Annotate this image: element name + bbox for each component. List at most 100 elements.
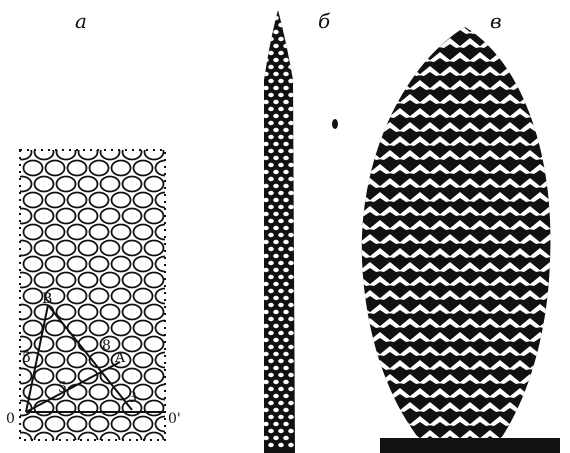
shoot-scale — [283, 254, 289, 258]
lattice-cell — [123, 241, 142, 256]
cone-scale — [529, 24, 551, 34]
cone-scale — [499, 38, 521, 48]
shoot-scale — [273, 16, 279, 20]
shoot-scale — [283, 240, 289, 244]
cone-scale — [349, 52, 371, 62]
cone-scale — [429, 24, 451, 34]
lattice-cell — [134, 353, 153, 368]
lattice-cell — [79, 145, 98, 160]
cone-scale — [379, 38, 401, 48]
lattice-cell — [123, 305, 142, 320]
shoot-scale — [268, 261, 274, 265]
shoot-scale — [263, 44, 269, 48]
shoot-scale — [263, 282, 269, 286]
shoot-scale — [268, 163, 274, 167]
shoot-scale — [273, 352, 279, 356]
lattice-cell — [101, 241, 120, 256]
shoot-scale — [278, 177, 284, 181]
lattice-cell — [112, 321, 131, 336]
cone-scale — [509, 52, 531, 62]
lattice-cell — [112, 225, 131, 240]
cone-scale — [509, 24, 531, 34]
shoot-scale — [288, 429, 294, 433]
lattice-cell — [145, 369, 164, 384]
lattice-cell — [112, 161, 131, 176]
shoot-scale — [283, 338, 289, 342]
cone-scale — [349, 136, 371, 146]
lattice-cell — [57, 209, 76, 224]
shoot-scale — [288, 303, 294, 307]
lattice-cell — [24, 161, 43, 176]
cone-scale — [389, 52, 411, 62]
shoot-scale — [273, 338, 279, 342]
lattice-cell — [101, 177, 120, 192]
shoot-scale — [268, 387, 274, 391]
lattice-cell — [24, 385, 43, 400]
lattice-cell — [156, 289, 175, 304]
lattice-cell — [57, 273, 76, 288]
lattice-cell — [90, 417, 109, 432]
lattice-cell — [24, 289, 43, 304]
cone-scale — [349, 108, 371, 118]
lattice-cell — [68, 257, 87, 272]
point-label-b: B — [42, 291, 52, 307]
lattice-cell — [134, 193, 153, 208]
shoot-scale — [273, 324, 279, 328]
lattice-cell — [101, 145, 120, 160]
shoot-scale — [263, 128, 269, 132]
shoot-scale — [278, 23, 284, 27]
parastichy-number-oa: 5 — [58, 380, 67, 396]
shoot-scale — [288, 149, 294, 153]
shoot-scale — [273, 296, 279, 300]
shoot-scale — [278, 303, 284, 307]
cone-scale — [359, 38, 381, 48]
shoot-scale — [273, 86, 279, 90]
shoot-scale — [283, 296, 289, 300]
shoot-scale — [283, 324, 289, 328]
shoot-scale — [263, 296, 269, 300]
lattice-cell — [123, 337, 142, 352]
lattice-cells — [13, 145, 175, 448]
lattice-cell — [24, 225, 43, 240]
lattice-cell — [35, 241, 54, 256]
shoot-scale — [268, 219, 274, 223]
cone-scale — [519, 66, 541, 76]
shoot-scale — [288, 37, 294, 41]
shoot-scale — [273, 268, 279, 272]
lattice-cell — [145, 273, 164, 288]
shoot-scale — [278, 121, 284, 125]
shoot-scale — [278, 65, 284, 69]
shoot-scale — [283, 30, 289, 34]
lattice-cell — [134, 257, 153, 272]
shoot-scale — [268, 303, 274, 307]
shoot-scale — [263, 436, 269, 440]
shoot-scale — [288, 135, 294, 139]
shoot-scale — [278, 233, 284, 237]
shoot-scale — [263, 366, 269, 370]
shoot-scale — [278, 163, 284, 167]
lattice-cell — [57, 337, 76, 352]
shoot-scale — [263, 324, 269, 328]
shoot-scale — [273, 128, 279, 132]
cone-scale — [389, 80, 411, 90]
shoot-scale — [278, 51, 284, 55]
lattice-cell — [90, 161, 109, 176]
shoot-scale — [273, 156, 279, 160]
shoot-scale — [268, 429, 274, 433]
shoot-scale — [268, 233, 274, 237]
cone-scale — [359, 122, 381, 132]
shoot-scale — [273, 380, 279, 384]
lattice-cell — [123, 177, 142, 192]
shoot-scale — [263, 394, 269, 398]
lattice-cell — [46, 353, 65, 368]
shoot-scale — [278, 247, 284, 251]
lattice-cell — [46, 225, 65, 240]
lattice-cell — [79, 401, 98, 416]
shoot-scale — [273, 226, 279, 230]
lattice-cell — [24, 417, 43, 432]
lattice-cell — [57, 401, 76, 416]
shoot-scale — [268, 23, 274, 27]
shoot-scale — [283, 170, 289, 174]
lattice-cell — [46, 257, 65, 272]
cone-scale — [539, 94, 561, 104]
